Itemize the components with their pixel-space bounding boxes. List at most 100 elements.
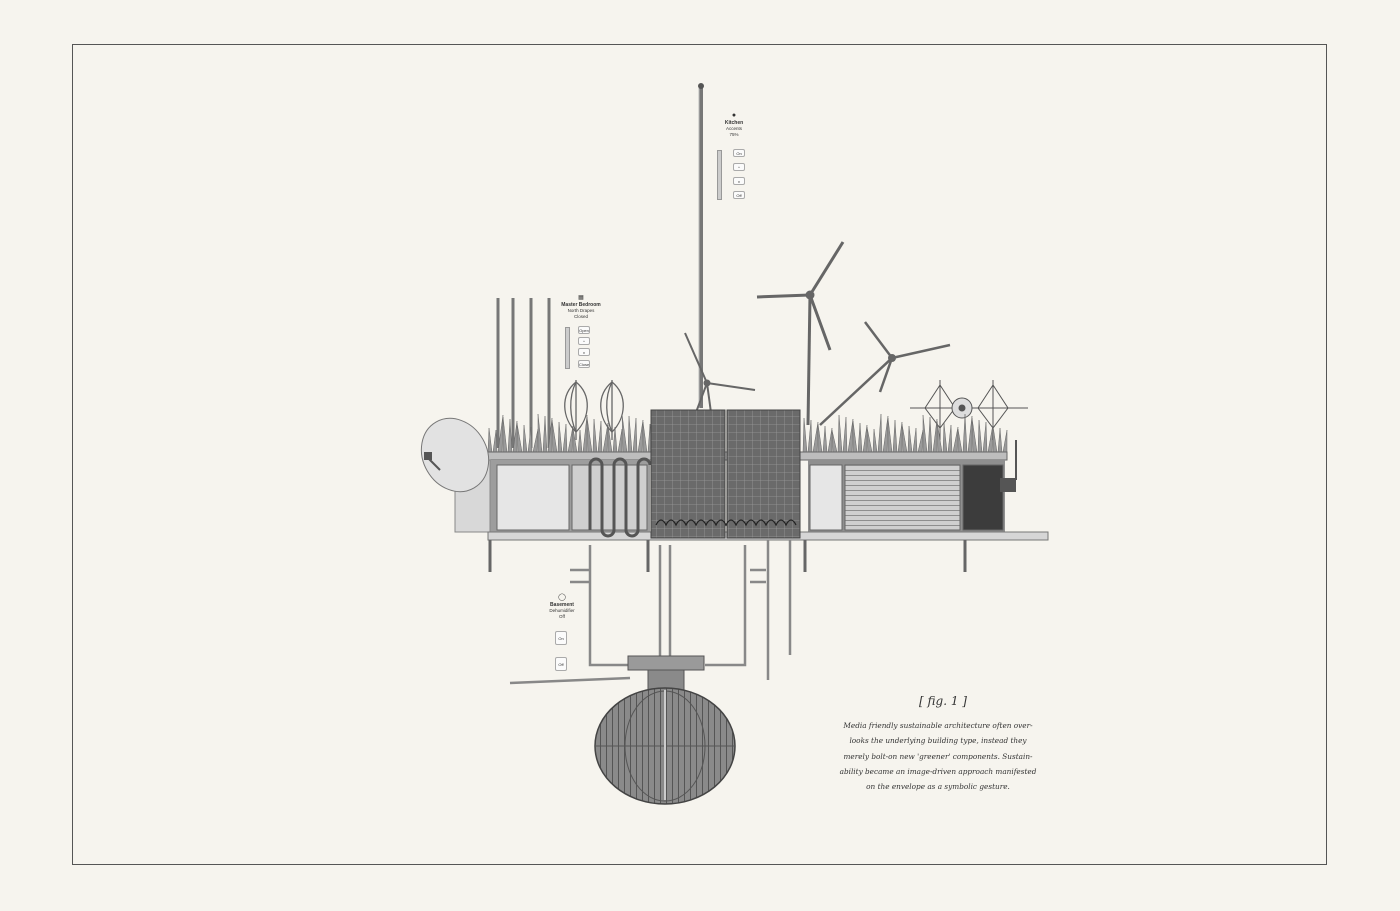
grass-blade (882, 415, 889, 453)
drapes-icon: ▦ (578, 295, 584, 301)
grass-blade (1002, 429, 1008, 453)
grass-blade (887, 417, 893, 453)
bedroom-status: Closed (573, 313, 588, 319)
satellite-dish (420, 417, 490, 493)
kitchen-title: Kitchen (724, 120, 744, 126)
grass-blade (551, 419, 558, 453)
grass-blade (502, 416, 508, 453)
grass-blade (562, 423, 568, 453)
grass-blade (817, 423, 823, 453)
grass-blade (592, 418, 598, 453)
bedroom-open-button[interactable]: Open (578, 326, 590, 334)
water-pipes (509, 540, 792, 685)
grass-blade (627, 415, 633, 453)
rainwater-cistern (594, 655, 736, 805)
grass-blade (852, 420, 858, 453)
grass-blade (522, 424, 528, 453)
grass-blade (962, 413, 968, 453)
grass-blade (847, 418, 854, 453)
bedroom-subtitle: North Drapes (567, 308, 595, 313)
grass-blade (537, 413, 543, 453)
basement-dehumidifier-panel: ◯ Basement Dehumidifier Off On Off (540, 594, 584, 676)
solar-panels (650, 409, 801, 539)
grass-blade (632, 417, 638, 453)
grass-blade (802, 417, 808, 453)
kitchen-dimmer-slider[interactable] (717, 150, 722, 200)
grass-blade (857, 422, 863, 453)
kitchen-subtitle: Accents (725, 126, 742, 131)
grass-blade (837, 414, 843, 453)
grass-blade (542, 415, 548, 453)
grass-blade (892, 419, 898, 453)
grass-blade (621, 413, 628, 453)
basement-subtitle: Dehumidifier (549, 608, 575, 613)
grass-blade (997, 427, 1003, 453)
kitchen-level-value: 75% (729, 131, 739, 137)
lightbulb-icon: ● (731, 112, 737, 119)
grass-blade (831, 429, 838, 453)
bedroom-down-button[interactable]: v (578, 348, 590, 356)
grass-blade (897, 421, 903, 453)
bedroom-up-button[interactable]: ^ (578, 337, 590, 345)
wind-turbine-large (756, 241, 845, 426)
grass-blade (532, 428, 539, 453)
grass-blade (492, 429, 498, 453)
grass-blade (957, 428, 963, 453)
grass-blade (877, 413, 883, 453)
power-icon: ◯ (558, 594, 566, 601)
wind-turbine-right (819, 321, 951, 426)
grass-blade (987, 423, 994, 453)
grass-blade (872, 428, 878, 453)
grass-blade (912, 427, 918, 453)
kitchen-accents-panel: ● Kitchen Accents 75% On ^ v Off (712, 112, 756, 202)
caption-line: merely bolt-on new 'greener' components.… (843, 751, 1033, 761)
kitchen-down-button[interactable]: v (733, 177, 745, 185)
grass-blade (862, 424, 868, 453)
grass-blade (932, 418, 938, 453)
vertical-axis-turbines (564, 380, 624, 440)
grass-blade (637, 419, 644, 453)
caption-line: Media friendly sustainable architecture … (843, 721, 1033, 730)
grass-blade (842, 416, 848, 453)
wind-turbine-small (684, 332, 756, 421)
basement-off-button[interactable]: Off (555, 657, 567, 671)
grass-blade (567, 425, 574, 453)
grass-blade (907, 425, 913, 453)
bedroom-title: Master Bedroom (561, 302, 601, 308)
drawing-frame (72, 44, 1327, 865)
kitchen-on-button[interactable]: On (733, 149, 745, 157)
grass-blade (992, 425, 998, 453)
grass-blade (952, 426, 959, 453)
grass-blade (827, 427, 833, 453)
basement-on-button[interactable]: On (555, 631, 567, 645)
grass-blade (602, 422, 609, 453)
radiant-coil (588, 457, 652, 538)
grass-blade (516, 422, 523, 453)
kitchen-off-button[interactable]: Off (733, 191, 745, 199)
grass-blade (507, 418, 513, 453)
kitchen-up-button[interactable]: ^ (733, 163, 745, 171)
sensor-poles (496, 298, 551, 448)
grass-blade (487, 427, 493, 453)
grass-blade (557, 421, 563, 453)
grass-blade (812, 421, 819, 453)
figure-caption: [ fig. 1 ] Media friendly sustainable ar… (838, 694, 1038, 794)
grass-blade (866, 426, 873, 453)
basement-status: Off (559, 613, 565, 619)
caption-line: on the envelope as a symbolic gesture. (866, 782, 1010, 792)
grass-blade (901, 423, 908, 453)
grass-blade (642, 421, 648, 453)
grass-blade (982, 421, 988, 453)
caption-line: ability became an image-driven approach … (839, 766, 1037, 776)
antenna-mast (698, 83, 704, 408)
basement-title: Basement (550, 602, 574, 608)
grass-blade (586, 416, 593, 453)
grass-blade (922, 414, 928, 453)
grass-blade (597, 420, 603, 453)
bedroom-close-button[interactable]: Close (578, 360, 590, 368)
router-antenna (1000, 440, 1017, 492)
bedroom-drapes-slider[interactable] (565, 327, 570, 369)
grass-blade (971, 417, 978, 453)
grass-blade (947, 424, 953, 453)
